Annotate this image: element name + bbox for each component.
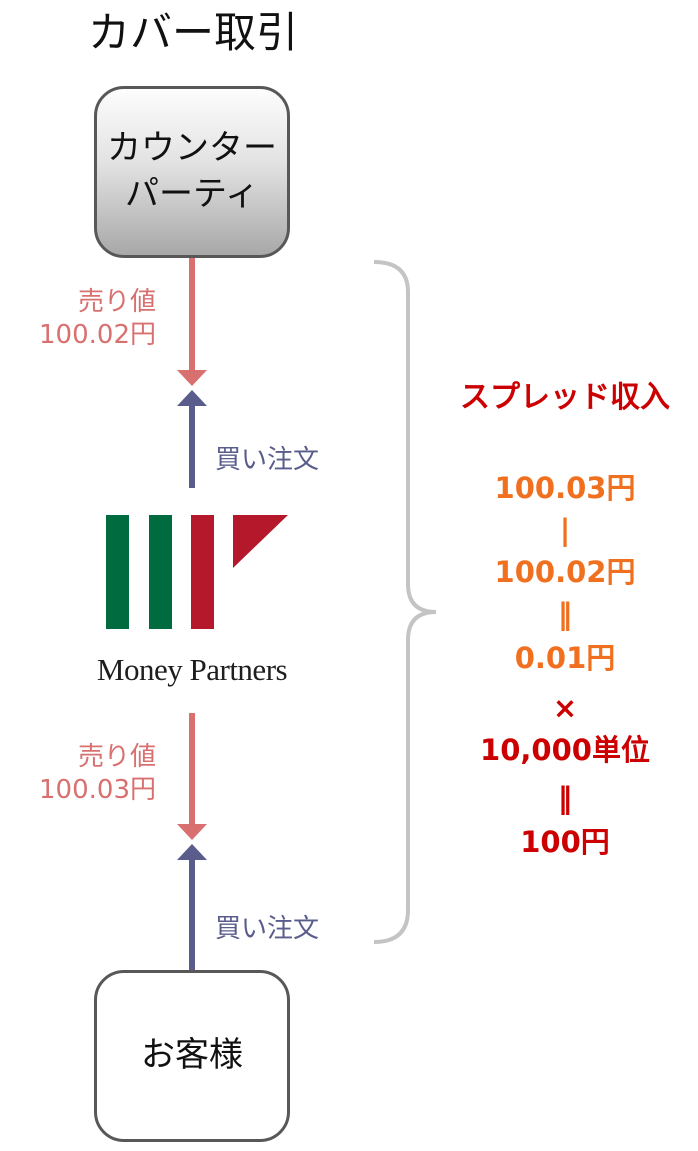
lower-buy-arrow-head xyxy=(177,844,207,860)
logo-bar-red xyxy=(191,515,214,629)
spread-line-sell-price: 100.03円 xyxy=(494,471,636,505)
spread-line-multiply: × xyxy=(552,691,578,725)
logo-bar-green-1 xyxy=(106,515,129,629)
spread-line-cover-price: 100.02円 xyxy=(494,555,636,589)
upper-sell-label: 売り値 100.02円 xyxy=(39,287,156,350)
customer-box: お客様 xyxy=(94,970,290,1142)
spread-line-units: 10,000単位 xyxy=(480,733,650,767)
spread-line-minus: | xyxy=(559,513,571,547)
upper-buy-label: 買い注文 xyxy=(215,445,320,475)
logo-bar-green-2 xyxy=(149,515,172,629)
upper-buy-arrow-head xyxy=(177,390,207,406)
spread-brace xyxy=(373,260,437,944)
spread-line-equals-1: ‖ xyxy=(557,597,573,631)
counterparty-box: カウンター パーティ xyxy=(94,86,290,258)
lower-sell-arrow-head xyxy=(177,824,207,840)
logo-wordmark: Money Partners xyxy=(96,652,288,687)
lower-sell-label: 売り値 100.03円 xyxy=(39,742,156,805)
upper-sell-arrow-head xyxy=(177,370,207,386)
spread-income-title: スプレッド収入 xyxy=(460,380,670,415)
spread-line-difference: 0.01円 xyxy=(514,641,616,675)
spread-line-result: 100円 xyxy=(520,825,610,859)
logo-triangle-red xyxy=(233,515,288,568)
lower-buy-label: 買い注文 xyxy=(215,914,320,944)
diagram-title: カバー取引 xyxy=(87,8,298,57)
spread-line-equals-2: ‖ xyxy=(557,781,573,815)
